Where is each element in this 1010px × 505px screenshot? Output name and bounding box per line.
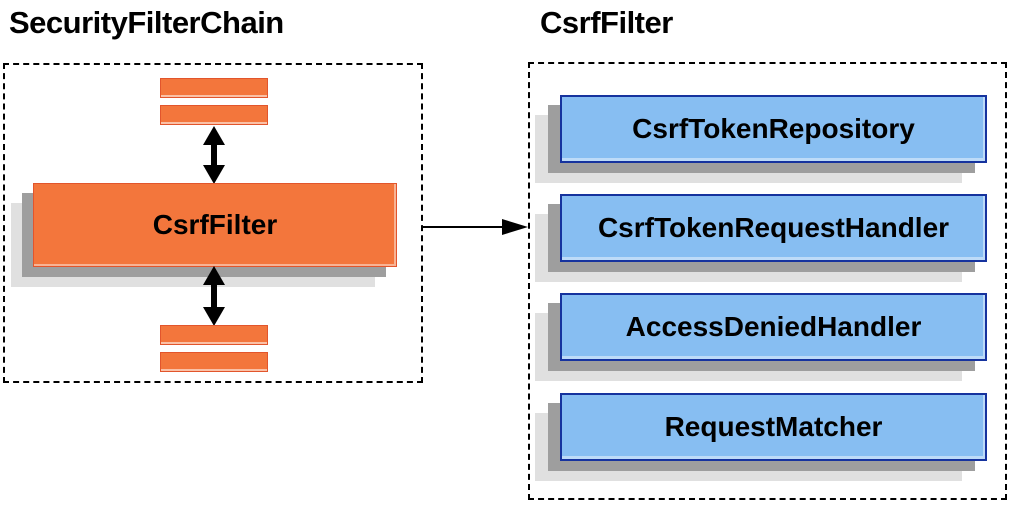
component-box-label: CsrfTokenRepository [632,113,915,144]
csrf-filter-container [528,62,1007,500]
flow-arrow-icon [423,217,528,237]
filter-placeholder-bar [160,78,268,98]
component-box-csrf-token-repository: CsrfTokenRepository [560,95,987,163]
security-filter-chain-container [3,63,423,383]
security-filter-chain-title: SecurityFilterChain [9,5,284,40]
component-box-label: CsrfTokenRequestHandler [597,212,950,243]
component-box-label: AccessDeniedHandler [625,311,922,342]
component-box-csrf-token-request-handler: CsrfTokenRequestHandler [560,194,987,262]
component-box-request-matcher: RequestMatcher [560,393,987,461]
csrf-filter-title: CsrfFilter [540,5,673,40]
double-arrow-icon [200,126,228,184]
csrf-filter-box: CsrfFilter [33,183,397,267]
filter-placeholder-bar [160,325,268,345]
component-box-access-denied-handler: AccessDeniedHandler [560,293,987,361]
filter-placeholder-bar [160,105,268,125]
component-box-label: RequestMatcher [664,411,883,442]
filter-placeholder-bar [160,352,268,372]
double-arrow-icon [200,266,228,326]
csrf-filter-box-label: CsrfFilter [152,209,278,240]
